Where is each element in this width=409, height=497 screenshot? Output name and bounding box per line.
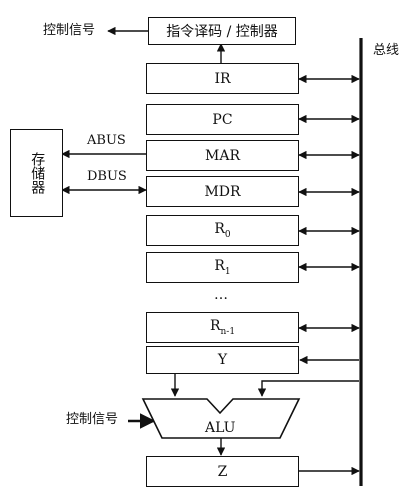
decoder-controller-label: 指令译码 / 控制器	[166, 24, 278, 40]
alu-shape	[141, 398, 301, 439]
register-pc-label: PC	[212, 111, 233, 128]
register-r1-label: R1	[214, 258, 231, 277]
register-y-label: Y	[217, 352, 228, 368]
register-y: Y	[146, 346, 299, 374]
alu-label: ALU	[205, 420, 236, 436]
memory-label: 存储器	[29, 152, 46, 194]
register-r0-label: R0	[214, 221, 231, 240]
register-mdr-label: MDR	[204, 183, 241, 200]
register-z-label: Z	[217, 463, 228, 480]
register-pc: PC	[146, 104, 299, 135]
register-rn1: Rn-1	[146, 312, 299, 343]
register-mdr: MDR	[146, 176, 299, 207]
register-z: Z	[146, 456, 299, 487]
registers-ellipsis: …	[214, 287, 228, 303]
register-r0: R0	[146, 215, 299, 246]
register-mar-label: MAR	[205, 147, 240, 164]
register-rn1-label: Rn-1	[209, 318, 236, 337]
register-mar: MAR	[146, 140, 299, 171]
bus-label: 总线	[373, 43, 400, 58]
alu-control-signal-label: 控制信号	[66, 412, 119, 427]
decoder-controller-box: 指令译码 / 控制器	[148, 17, 296, 45]
register-ir: IR	[146, 63, 299, 94]
register-ir-label: IR	[214, 70, 231, 87]
bus-connections	[298, 74, 360, 476]
memory-box: 存储器	[10, 129, 63, 217]
register-r1: R1	[146, 252, 299, 283]
abus-label: ABUS	[87, 133, 126, 148]
top-control-signal-label: 控制信号	[43, 23, 96, 38]
dbus-label: DBUS	[87, 169, 127, 184]
bus-to-alu-arrow	[257, 380, 359, 397]
